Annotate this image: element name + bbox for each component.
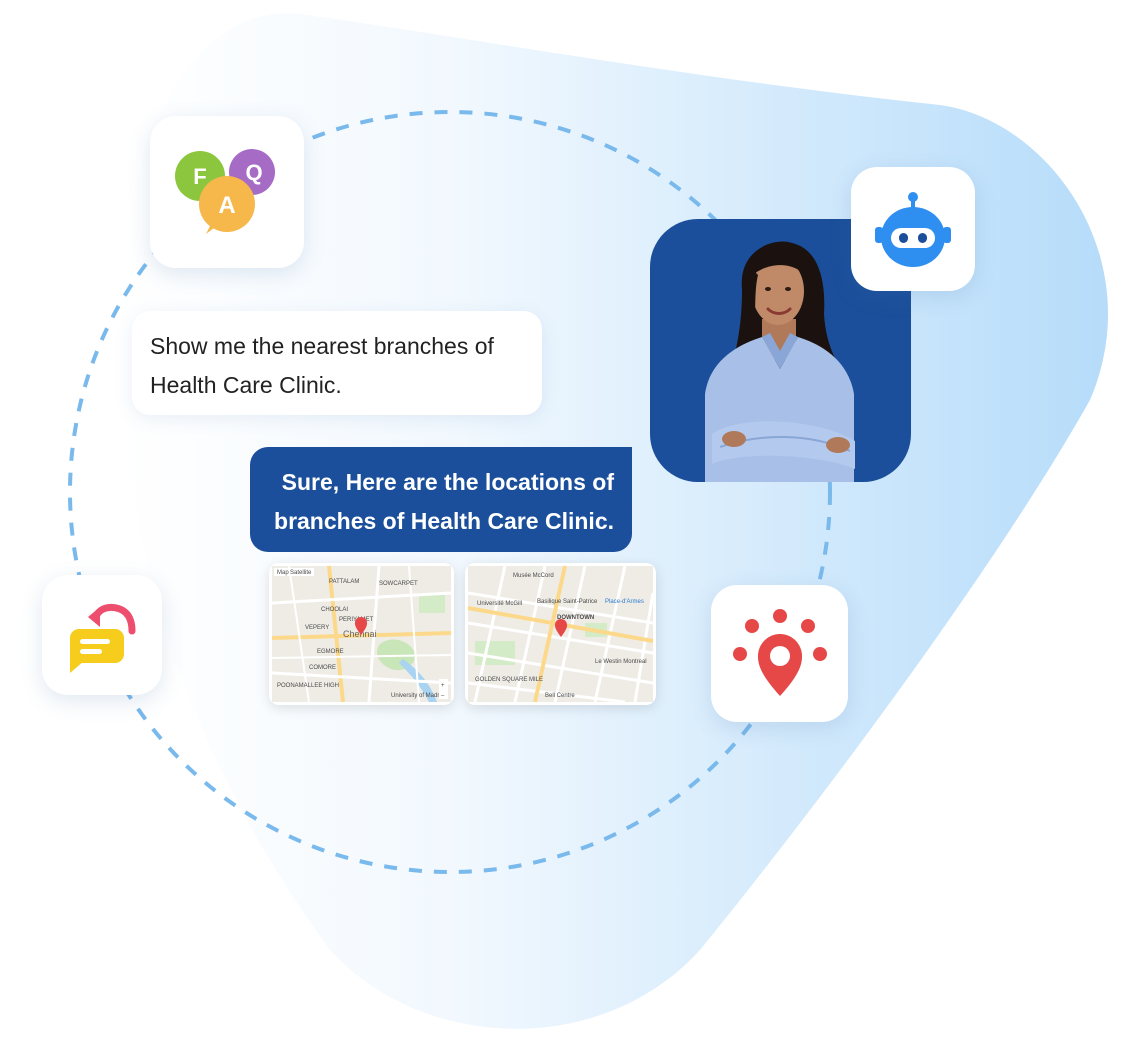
location-pin-icon — [732, 608, 827, 696]
svg-text:+: + — [441, 683, 445, 689]
location-card[interactable] — [711, 585, 848, 722]
faq-letter-f: F — [193, 164, 206, 189]
bot-message-bubble: Sure, Here are the locations of branches… — [250, 447, 632, 552]
map-label: PATTALAM — [329, 579, 359, 585]
faq-letter-q: Q — [245, 160, 262, 185]
agent-portrait-illustration — [705, 241, 855, 482]
map-label: COMORE — [309, 665, 336, 671]
faq-icon: F Q A — [175, 149, 275, 234]
map-label: Université McGill — [477, 601, 522, 607]
map-montreal-canvas: Université McGill DOWNTOWN Basilique Sai… — [467, 565, 655, 704]
map-label: Bell Centre — [545, 693, 575, 699]
map-label: EGMORE — [317, 649, 344, 655]
map-zoom-control[interactable] — [439, 679, 448, 699]
map-label: Musée McCord — [513, 573, 554, 579]
user-message-bubble: Show me the nearest branches of Health C… — [132, 311, 542, 415]
map-pin-icon[interactable] — [355, 617, 367, 635]
map-pin-icon[interactable] — [555, 619, 567, 637]
quick-reply-card[interactable] — [42, 575, 162, 695]
map-label: VEPERY — [305, 625, 329, 631]
user-message-text: Show me the nearest branches of Health C… — [150, 333, 494, 398]
map-label: DOWNTOWN — [557, 615, 594, 621]
faq-card[interactable]: F Q A — [150, 116, 304, 268]
map-label: POONAMALLEE HIGH — [277, 683, 339, 689]
map-label: SOWCARPET — [379, 581, 418, 587]
svg-text:–: – — [441, 693, 445, 699]
map-chennai-canvas: Map Satellite PATTALAM SOWCARPET CHOOLAI… — [271, 565, 452, 703]
bot-message-text: Sure, Here are the locations of branches… — [274, 469, 614, 534]
faq-letter-a: A — [218, 192, 235, 219]
map-toolbar-map: Map — [277, 570, 289, 576]
branch-map-chennai[interactable]: Map Satellite PATTALAM SOWCARPET CHOOLAI… — [269, 563, 454, 705]
map-label: University of Madras — [391, 693, 446, 699]
map-label: GOLDEN SQUARE MILE — [475, 677, 543, 683]
map-label: Basilique Saint-Patrice — [537, 599, 598, 605]
branch-map-montreal[interactable]: Université McGill DOWNTOWN Basilique Sai… — [465, 563, 656, 705]
map-label: Place-d'Armes — [605, 599, 644, 605]
map-toolbar-satellite: Satellite — [290, 570, 312, 576]
map-label: Chennai — [343, 629, 377, 639]
map-label: CHOOLAI — [321, 607, 348, 613]
reply-message-icon — [70, 604, 136, 673]
robot-icon — [875, 192, 951, 267]
chatbot-card[interactable] — [851, 167, 975, 291]
map-label: Le Westin Montreal — [595, 659, 647, 665]
